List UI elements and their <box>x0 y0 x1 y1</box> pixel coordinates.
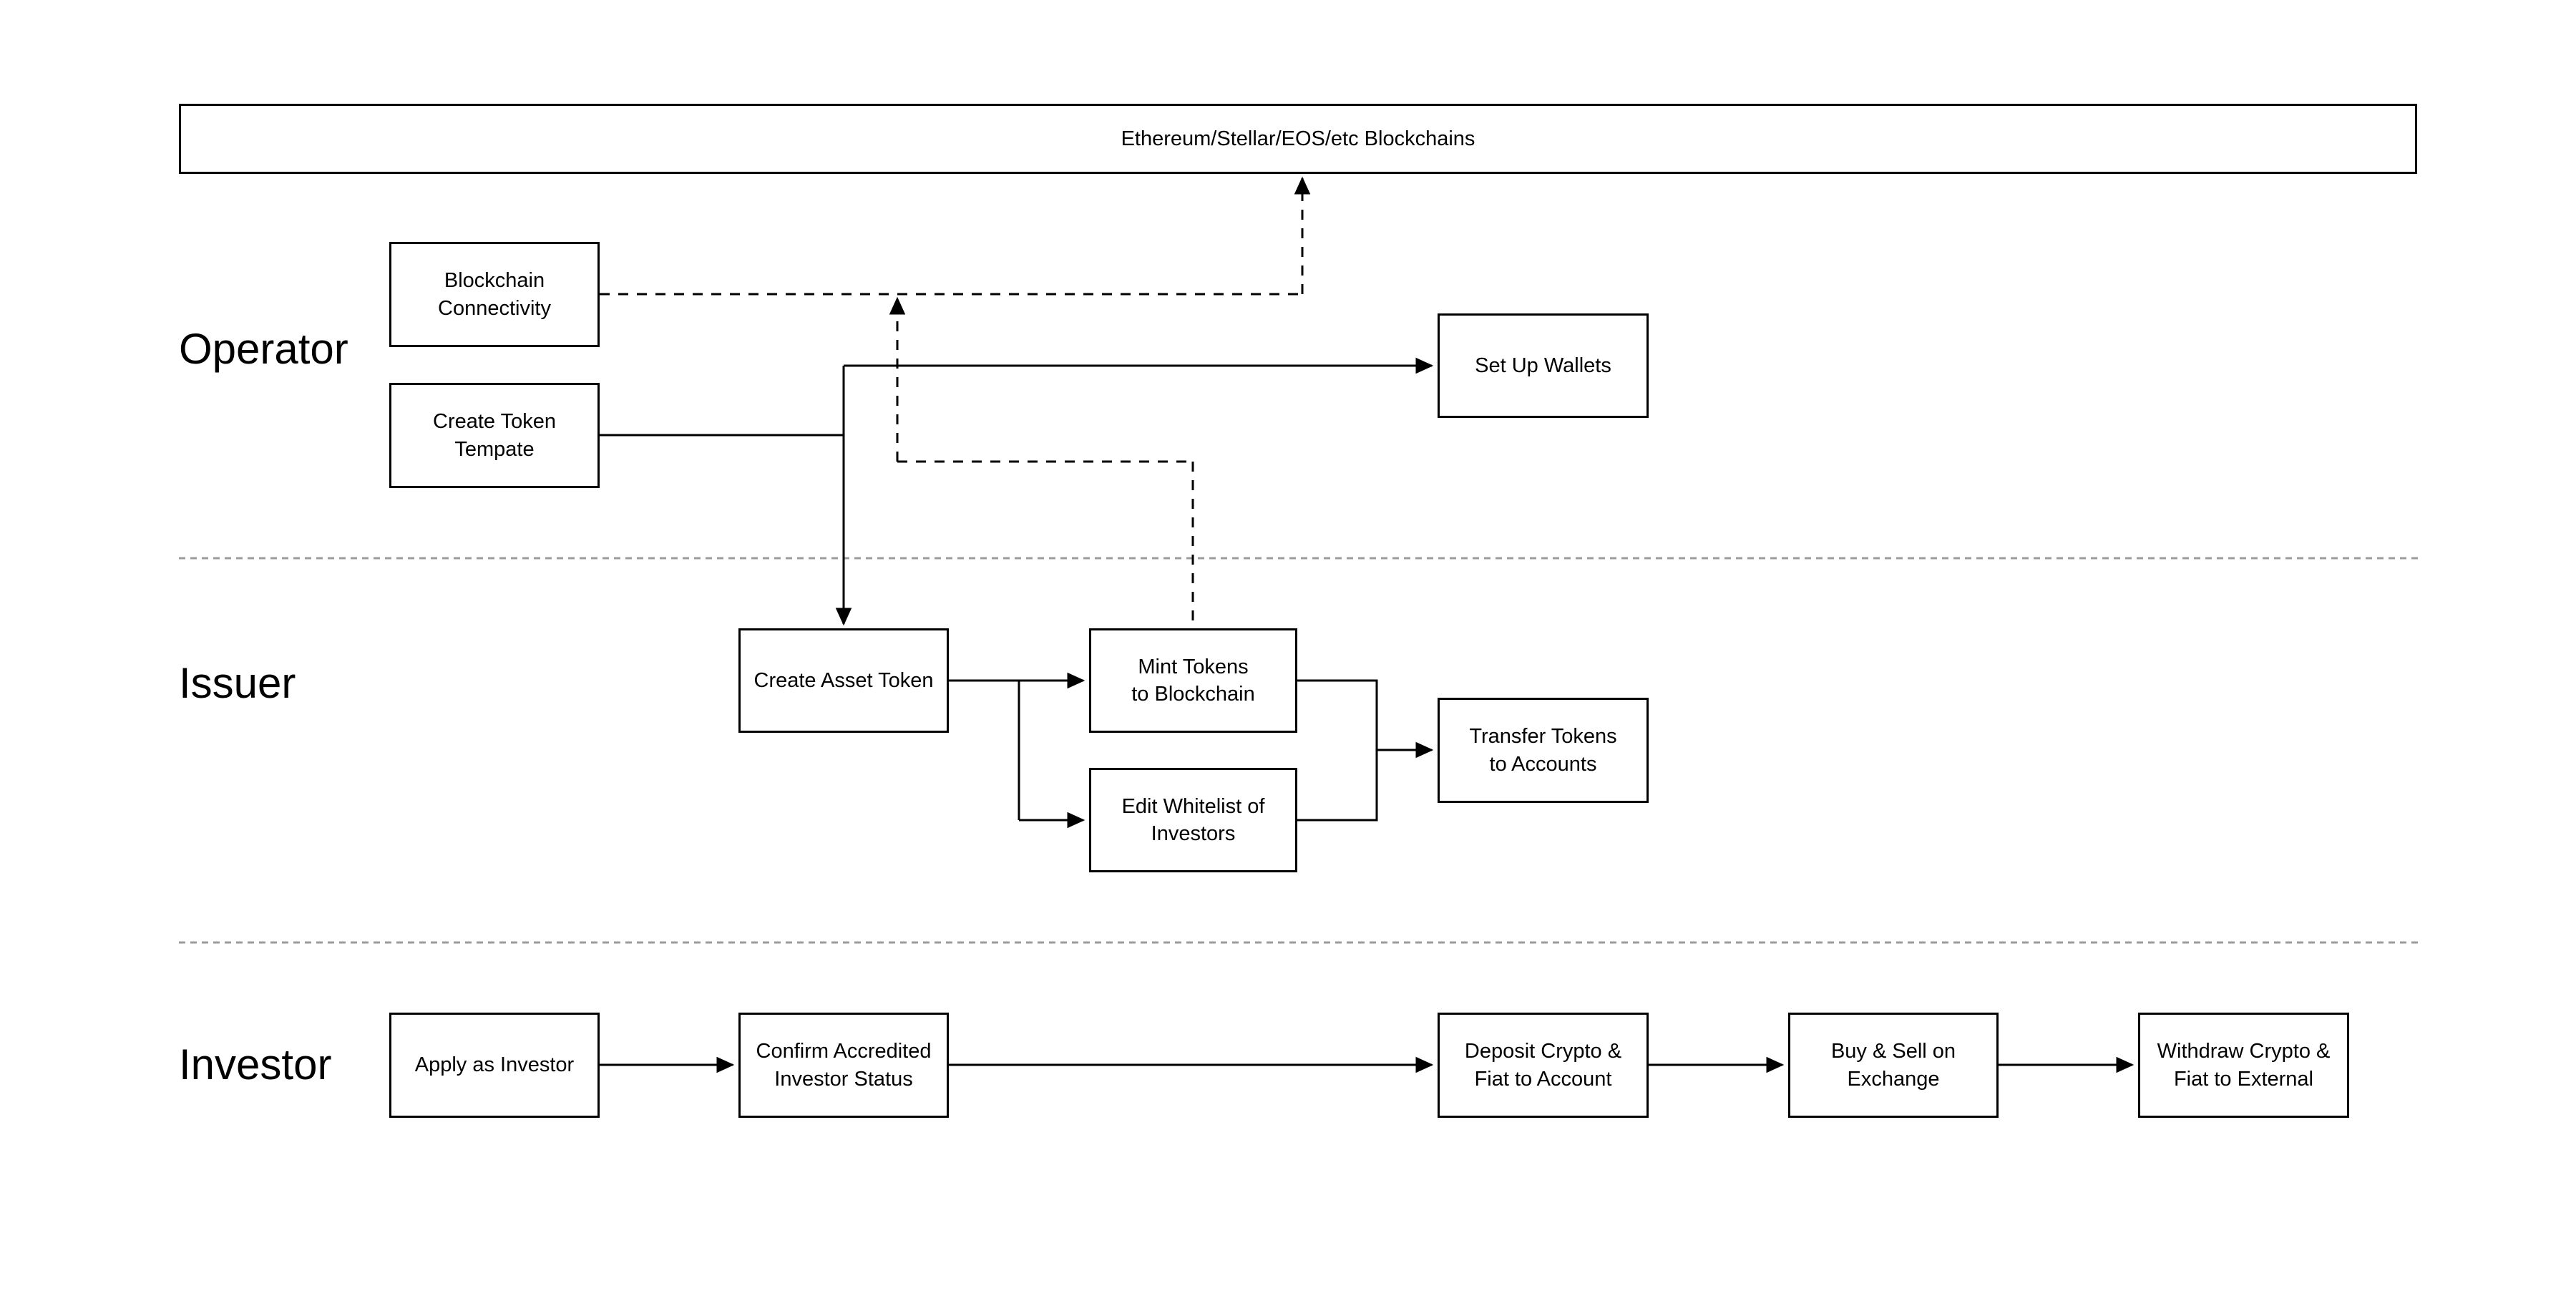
node-mint-tokens: Mint Tokens to Blockchain <box>1089 628 1297 733</box>
lane-label-operator: Operator <box>179 325 348 373</box>
node-transfer-tokens: Transfer Tokens to Accounts <box>1438 698 1649 803</box>
node-create-asset-token: Create Asset Token <box>738 628 949 733</box>
blockchains-bar: Ethereum/Stellar/EOS/etc Blockchains <box>179 104 2417 174</box>
node-deposit-crypto: Deposit Crypto & Fiat to Account <box>1438 1013 1649 1118</box>
node-apply-as-investor: Apply as Investor <box>389 1013 600 1118</box>
node-set-up-wallets: Set Up Wallets <box>1438 313 1649 418</box>
blockchains-bar-label: Ethereum/Stellar/EOS/etc Blockchains <box>1121 127 1475 150</box>
node-blockchain-connectivity: Blockchain Connectivity <box>389 242 600 347</box>
lane-label-issuer: Issuer <box>179 659 296 707</box>
edge-whitelist-to-merge <box>1297 750 1378 822</box>
node-buy-sell: Buy & Sell on Exchange <box>1788 1013 1999 1118</box>
node-confirm-accredited: Confirm Accredited Investor Status <box>738 1013 949 1118</box>
node-edit-whitelist: Edit Whitelist of Investors <box>1089 768 1297 872</box>
node-create-token-template: Create Token Tempate <box>389 383 600 488</box>
lane-label-investor: Investor <box>179 1041 332 1088</box>
edge-mint-to-merge <box>1297 679 1378 750</box>
node-withdraw-crypto: Withdraw Crypto & Fiat to External <box>2138 1013 2349 1118</box>
